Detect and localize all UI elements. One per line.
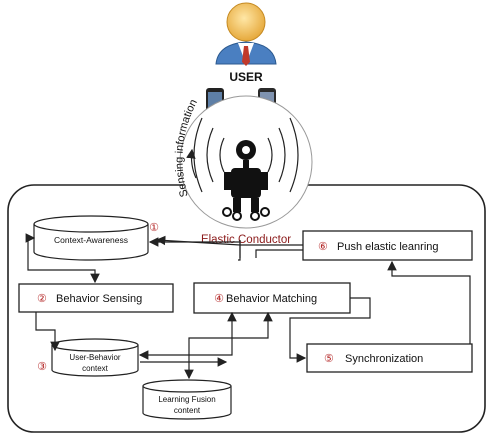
behavior-sensing-number: ②: [37, 293, 47, 305]
conductor-label: Elastic Conductor: [201, 234, 291, 246]
context-awareness-number: ①: [149, 222, 159, 234]
synchronization-box: [306, 343, 473, 373]
sensing-to-userbehavior-arrow: [35, 312, 60, 352]
context-awareness-label: Context-Awareness: [54, 235, 128, 245]
behavior-matching-number: ④: [214, 293, 224, 305]
conductor-to-context-arrow: [148, 237, 241, 258]
push-elastic-learning-label: Push elastic leanring: [337, 241, 439, 253]
sensing-arrow: [186, 148, 197, 179]
push-to-conductor-line: [238, 244, 303, 261]
user-behavior-store: [51, 338, 139, 377]
matching-to-sync-arrow: [289, 297, 371, 363]
user-behavior-label-line2: context: [82, 364, 109, 373]
push-down-line: [255, 249, 303, 258]
behavior-sensing-box: [18, 283, 174, 313]
behavior-matching-box: [193, 282, 351, 314]
user-label: USER: [229, 70, 263, 84]
user-behavior-label-line1: User-Behavior: [69, 353, 120, 362]
user-behavior-number: ③: [37, 361, 47, 373]
connectors: [25, 233, 471, 380]
learning-fusion-label-line2: content: [174, 406, 201, 415]
matching-userbehavior-arrow: [138, 311, 237, 360]
context-behavior-sensing-arrow: [25, 233, 100, 284]
push-elastic-learning-box: [302, 230, 473, 261]
synchronization-label: Synchronization: [345, 353, 423, 365]
sync-to-push-arrow: [387, 260, 471, 344]
learning-fusion-store: [142, 379, 232, 420]
behavior-matching-label: Behavior Matching: [226, 293, 317, 305]
synchronization-number: ⑤: [324, 353, 334, 365]
push-elastic-learning-number: ⑥: [318, 241, 328, 253]
user-icon: [215, 2, 277, 66]
matching-fusion-arrow: [184, 311, 273, 380]
robot-icon: [222, 140, 270, 221]
behavior-sensing-label: Behavior Sensing: [56, 293, 142, 305]
learning-fusion-label-line1: Learning Fusion: [158, 395, 215, 404]
